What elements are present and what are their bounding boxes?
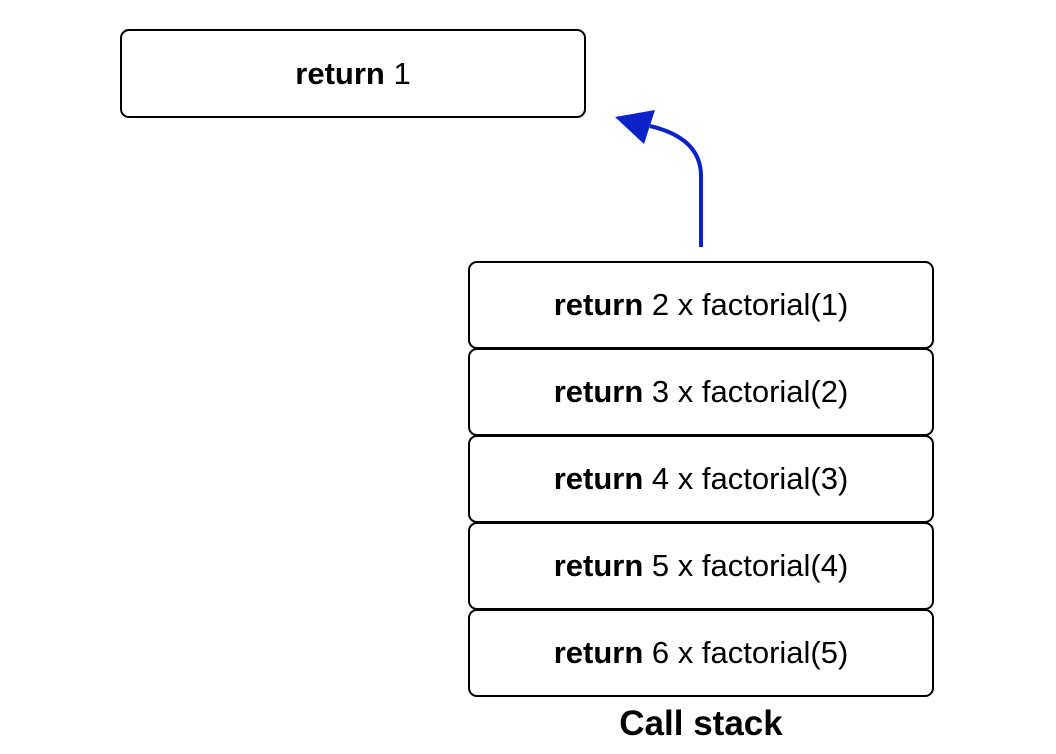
frame-expression: 3 x factorial(2) xyxy=(651,374,849,409)
stack-frame: return 3 x factorial(2) xyxy=(468,348,934,436)
frame-expression: 4 x factorial(3) xyxy=(651,461,849,496)
stack-frame: return 5 x factorial(4) xyxy=(468,522,934,610)
arrow-head xyxy=(615,110,655,144)
frame-expression: 2 x factorial(1) xyxy=(651,287,849,322)
return-keyword: return xyxy=(553,374,644,409)
call-stack-caption: Call stack xyxy=(619,704,783,743)
stack-frame: return 2 x factorial(1) xyxy=(468,261,934,349)
arrow-shaft xyxy=(649,124,703,247)
return-keyword: return xyxy=(553,287,644,322)
stack-frame: return 4 x factorial(3) xyxy=(468,435,934,523)
return-keyword: return xyxy=(295,55,385,91)
return-keyword: return xyxy=(553,461,644,496)
frame-expression: 6 x factorial(5) xyxy=(651,635,849,670)
frame-expression: 5 x factorial(4) xyxy=(651,548,849,583)
return-keyword: return xyxy=(553,548,644,583)
return-expression: 1 xyxy=(393,55,411,91)
stack-frame: return 6 x factorial(5) xyxy=(468,609,934,697)
returned-value-box: return 1 xyxy=(120,29,586,118)
return-keyword: return xyxy=(553,635,644,670)
